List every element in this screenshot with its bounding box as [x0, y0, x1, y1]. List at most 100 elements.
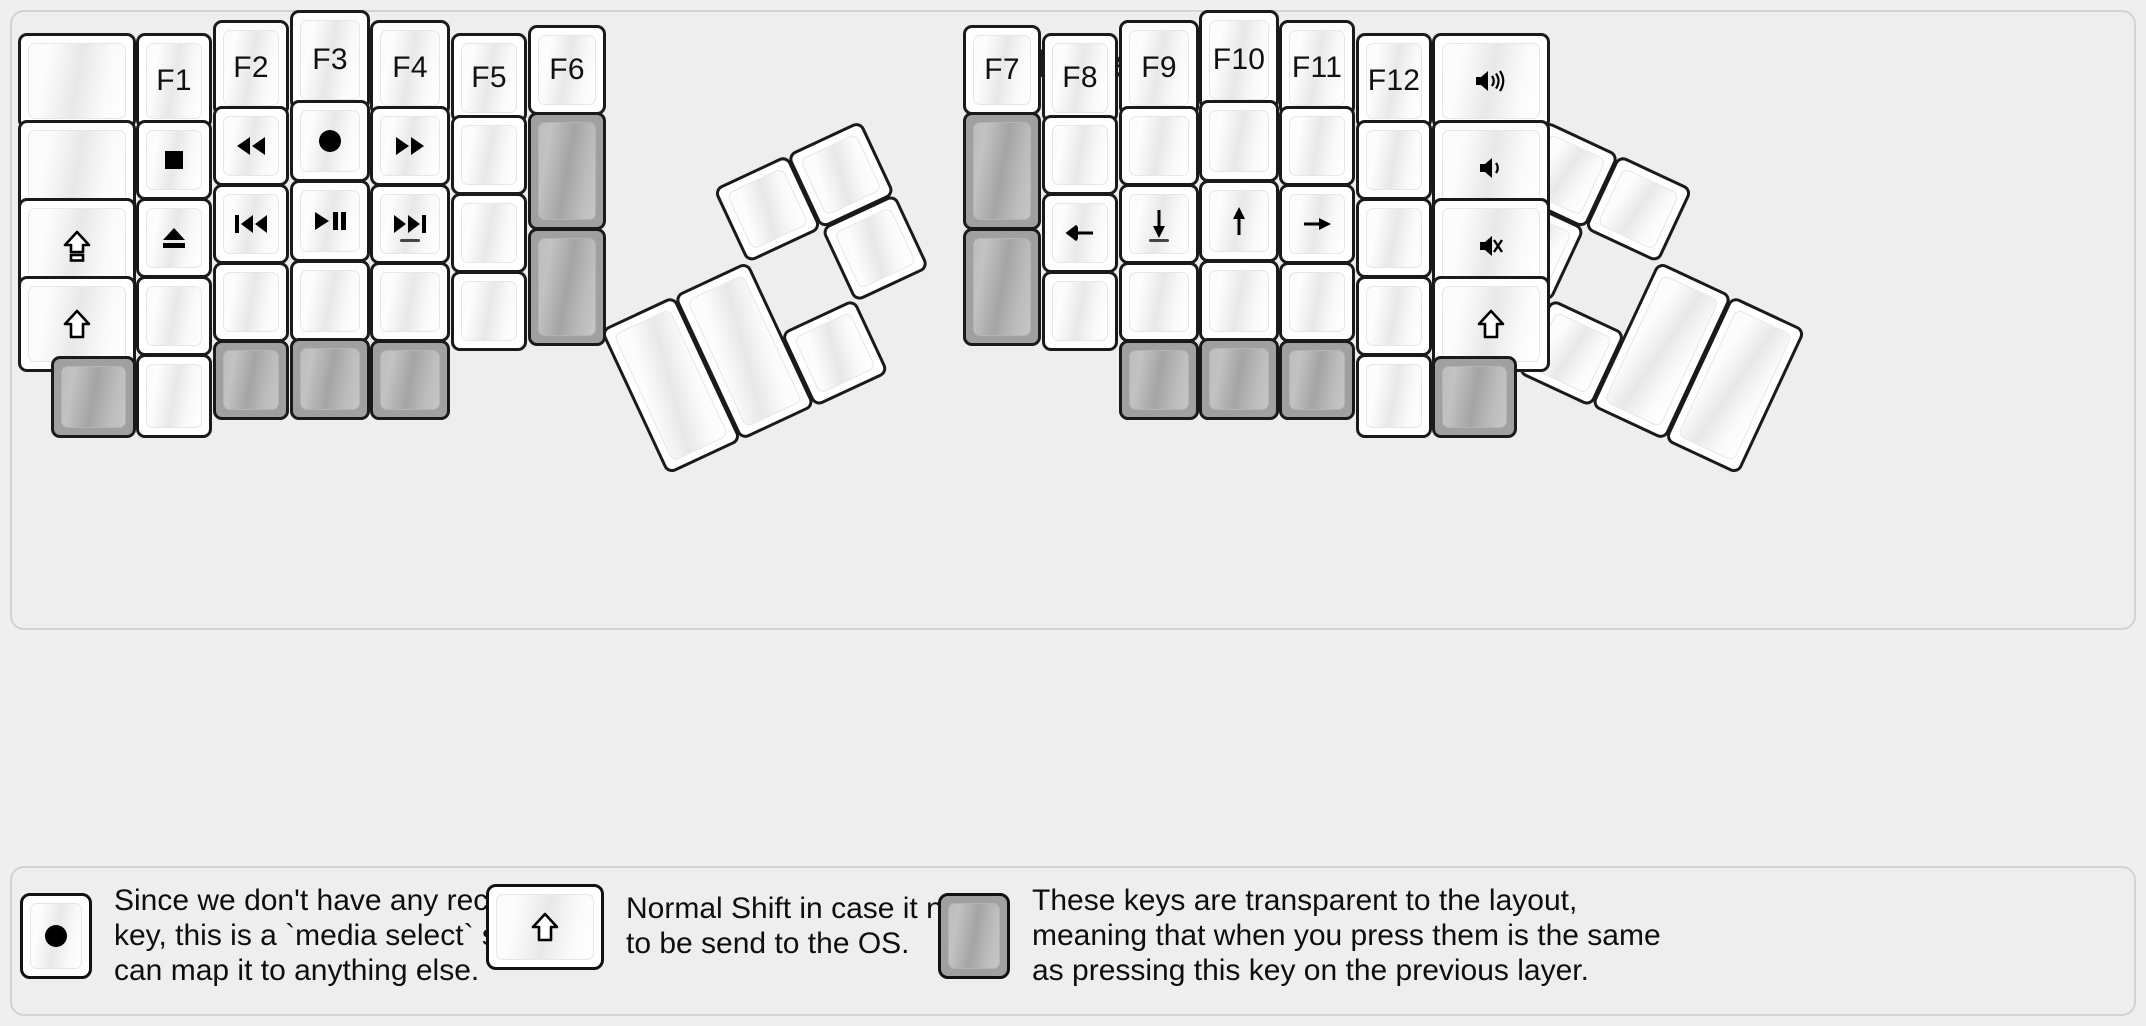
keycap-face — [1289, 350, 1345, 410]
key-right-c0-r1-transparent[interactable] — [963, 112, 1041, 230]
key-right-c3-r0[interactable]: F10 — [1199, 10, 1279, 110]
key-right-c2-r3[interactable] — [1119, 262, 1199, 342]
volume-up-icon — [1473, 68, 1509, 94]
key-left-c4-r3[interactable] — [370, 262, 450, 342]
keycap-face — [496, 894, 594, 960]
keycap-face — [28, 43, 126, 119]
legend-key-transparent[interactable] — [938, 893, 1010, 980]
key-right-c0-r0[interactable]: F7 — [963, 25, 1041, 115]
key-right-c3-r3[interactable] — [1199, 260, 1279, 342]
key-left-c5-r1[interactable] — [451, 115, 527, 195]
key-left-c2-r4-transparent[interactable] — [213, 340, 289, 420]
key-right-c2-r1[interactable] — [1119, 106, 1199, 186]
keycap-face — [146, 364, 202, 428]
key-right-c4-r0[interactable]: F11 — [1279, 20, 1355, 116]
media-previous-icon — [233, 213, 269, 235]
keycap-face — [973, 122, 1031, 220]
key-left-c1-r3[interactable] — [136, 276, 212, 356]
key-left-c1-r0[interactable]: F1 — [136, 33, 212, 129]
key-right-c4-r1[interactable] — [1279, 106, 1355, 186]
keycap-face — [380, 350, 440, 410]
key-left-c1-r4[interactable] — [136, 354, 212, 438]
key-right-c2-r2[interactable] — [1119, 184, 1199, 264]
key-left-c6-r1-transparent[interactable] — [528, 112, 606, 230]
key-right-c1-r1[interactable] — [1042, 115, 1118, 195]
key-right-c1-r3[interactable] — [1042, 271, 1118, 351]
key-right-c2-r0[interactable]: F9 — [1119, 20, 1199, 116]
keycap-face: F11 — [1289, 30, 1345, 106]
shift-arrow-icon — [62, 307, 92, 341]
legend-panel — [10, 866, 2136, 1016]
key-label: F7 — [984, 53, 1020, 86]
key-left-c4-r1[interactable] — [370, 106, 450, 186]
key-left-c3-r2[interactable] — [290, 180, 370, 262]
key-right-c4-r4-transparent[interactable] — [1279, 340, 1355, 420]
keycap-face — [1442, 43, 1540, 119]
legend-item-transparent-keys: These keys are transparent to the layout… — [938, 884, 1661, 988]
shift-arrow-icon — [530, 910, 560, 944]
keycap-face — [1597, 167, 1680, 251]
keycap-face — [1129, 116, 1189, 176]
arrow-up-icon — [1228, 204, 1250, 238]
key-left-c6-r0[interactable]: F6 — [528, 25, 606, 115]
key-right-c3-r4-transparent[interactable] — [1199, 338, 1279, 420]
keycap-face — [1052, 281, 1108, 341]
key-right-c5-r0[interactable]: F12 — [1356, 33, 1432, 129]
key-right-c3-r1[interactable] — [1199, 100, 1279, 182]
key-right-c3-r2[interactable] — [1199, 180, 1279, 262]
key-right-c6-r1[interactable] — [1432, 120, 1550, 216]
keycap-face — [1366, 130, 1422, 190]
keycap-face — [538, 238, 596, 336]
keycap-face — [28, 286, 126, 362]
key-right-c4-r3[interactable] — [1279, 262, 1355, 342]
keycap-face — [146, 286, 202, 346]
key-left-c6-r2-transparent[interactable] — [528, 228, 606, 346]
keycap-face — [223, 194, 279, 254]
key-left-c5-r2[interactable] — [451, 193, 527, 273]
key-left-c4-r2[interactable] — [370, 184, 450, 264]
key-left-c5-r0[interactable]: F5 — [451, 33, 527, 123]
key-right-c6-r0[interactable] — [1432, 33, 1550, 129]
key-left-c5-r3[interactable] — [451, 271, 527, 351]
key-right-c0-r2-transparent[interactable] — [963, 228, 1041, 346]
key-right-c1-r2[interactable] — [1042, 193, 1118, 273]
key-left-c3-r0[interactable]: F3 — [290, 10, 370, 110]
key-right-c5-r4[interactable] — [1356, 354, 1432, 438]
key-left-c1-r1[interactable] — [136, 120, 212, 200]
key-left-c0-r4-transparent[interactable] — [51, 356, 136, 438]
keycap-face — [146, 130, 202, 190]
keycap-face — [223, 272, 279, 332]
key-left-c2-r2[interactable] — [213, 184, 289, 264]
legend-key-record[interactable] — [20, 893, 92, 980]
key-right-c2-r4-transparent[interactable] — [1119, 340, 1199, 420]
key-label: F9 — [1141, 51, 1177, 84]
key-left-c3-r3[interactable] — [290, 260, 370, 342]
key-right-c5-r2[interactable] — [1356, 198, 1432, 278]
legend-key-shift[interactable] — [486, 884, 604, 970]
key-right-c4-r2[interactable] — [1279, 184, 1355, 264]
keycap-face — [28, 208, 126, 284]
key-left-c4-r4-transparent[interactable] — [370, 340, 450, 420]
key-right-c6-r4-transparent[interactable] — [1432, 356, 1517, 438]
key-left-c2-r0[interactable]: F2 — [213, 20, 289, 116]
key-left-c3-r4-transparent[interactable] — [290, 338, 370, 420]
key-left-c0-r0[interactable] — [18, 33, 136, 129]
key-left-c1-r2[interactable] — [136, 198, 212, 278]
key-left-c4-r0[interactable]: F4 — [370, 20, 450, 116]
key-left-c2-r1[interactable] — [213, 106, 289, 186]
keycap-face — [1442, 366, 1507, 428]
key-right-c1-r0[interactable]: F8 — [1042, 33, 1118, 123]
key-left-c2-r3[interactable] — [213, 262, 289, 342]
key-left-c3-r1[interactable] — [290, 100, 370, 182]
keycap-face — [1366, 286, 1422, 346]
key-right-c5-r3[interactable] — [1356, 276, 1432, 356]
keycap-face: F6 — [538, 35, 596, 105]
volume-mute-icon — [1477, 233, 1505, 259]
keycap-face — [1366, 364, 1422, 428]
key-left-c0-r2[interactable] — [18, 198, 136, 294]
media-rewind-icon — [234, 135, 268, 157]
media-eject-icon — [160, 225, 188, 251]
key-right-c5-r1[interactable] — [1356, 120, 1432, 200]
keycap-face — [1209, 190, 1269, 252]
keycap-face: F12 — [1366, 43, 1422, 119]
